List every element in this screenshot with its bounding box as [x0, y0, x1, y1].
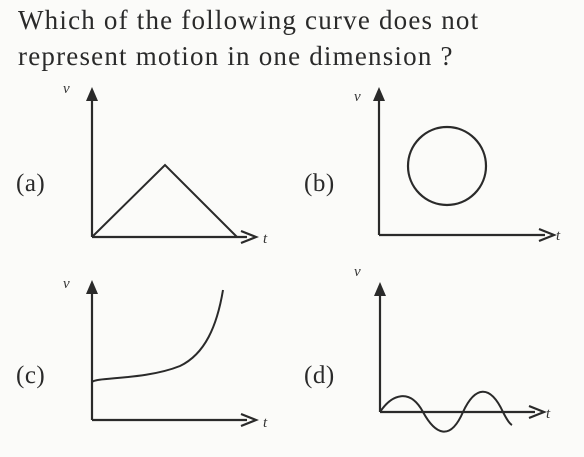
option-c-label: (c)	[16, 362, 46, 389]
graph-a-x-label: t	[263, 231, 268, 247]
graph-b-curve	[406, 125, 488, 207]
graph-a-x-arrowhead	[240, 229, 259, 245]
graph-b-x-label: t	[556, 228, 561, 244]
graph-c: v t	[63, 276, 268, 431]
option-d-label: (d)	[304, 362, 335, 389]
graph-c-curve	[91, 289, 224, 383]
graph-c-x-label: t	[263, 415, 268, 431]
graph-d-y-arrowhead	[374, 282, 386, 296]
graph-d-x-label: t	[546, 406, 551, 422]
graph-c-y-arrowhead	[86, 280, 98, 294]
graph-c-x-arrowhead	[240, 412, 259, 428]
graph-b-x-arrowhead	[538, 227, 557, 243]
graph-d-x-arrowhead	[528, 404, 547, 420]
graph-b-y-arrowhead	[373, 87, 385, 101]
graph-a-y-label: v	[63, 81, 70, 97]
option-a-label: (a)	[16, 170, 46, 197]
graph-c-y-label: v	[63, 276, 70, 292]
graph-d-y-label: v	[354, 264, 361, 280]
question-text: Which of the following curve does not re…	[18, 2, 578, 74]
graph-b-y-label: v	[354, 89, 361, 105]
question-line-2: represent motion in one dimension ?	[18, 41, 454, 71]
graph-a-y-arrowhead	[86, 87, 98, 101]
graph-a: v t	[63, 81, 268, 247]
graph-d: v t	[354, 264, 551, 433]
graph-b: v t	[354, 87, 561, 244]
graph-d-curve	[379, 390, 513, 433]
option-b-label: (b)	[304, 170, 335, 197]
question-line-1: Which of the following curve does not	[18, 5, 480, 35]
graph-a-curve	[91, 163, 238, 238]
